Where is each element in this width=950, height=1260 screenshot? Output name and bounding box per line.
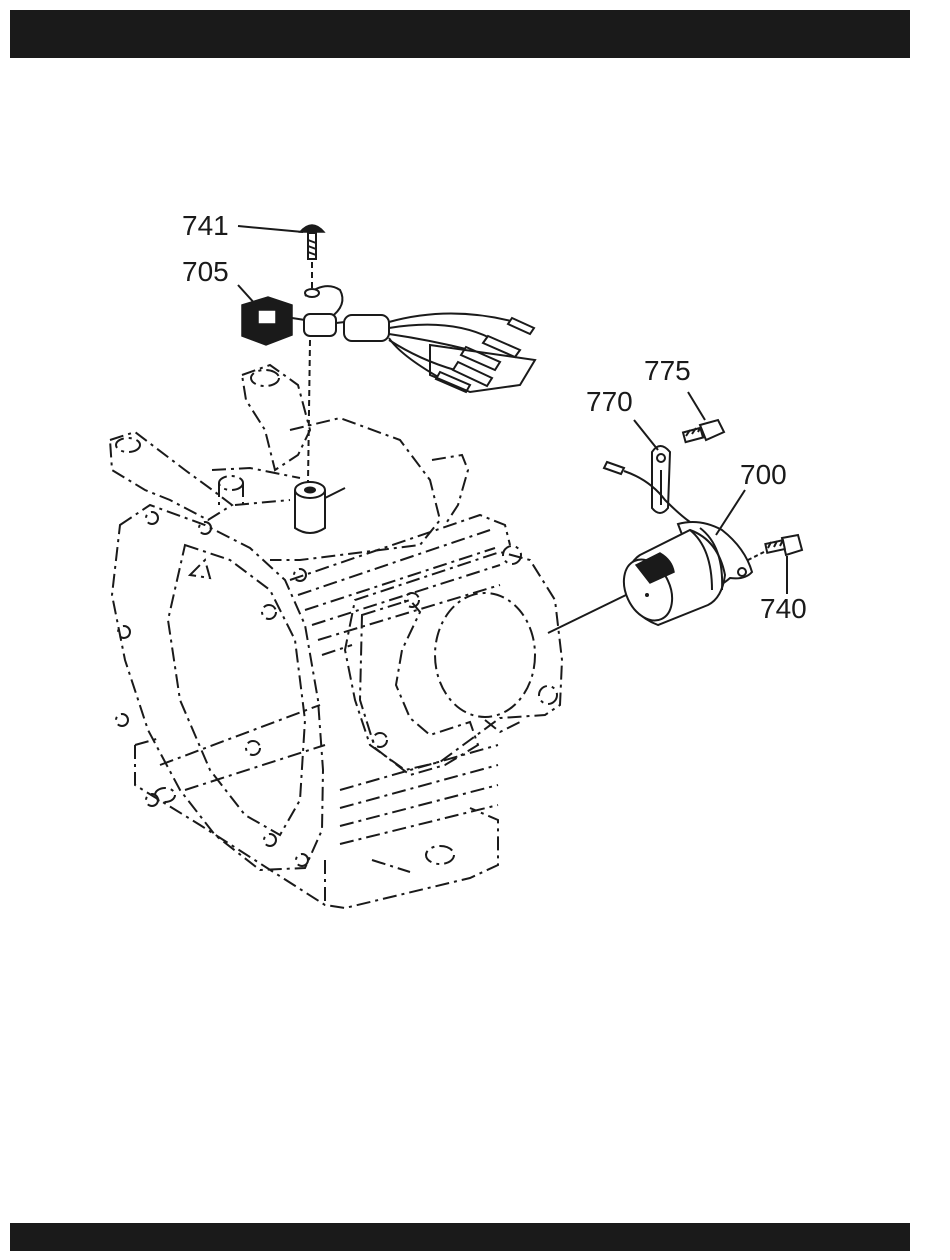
part-700-solenoid xyxy=(604,462,752,628)
part-741-screw xyxy=(300,225,324,290)
callout-741: 741 xyxy=(182,210,229,241)
part-705-wire-harness xyxy=(242,286,535,392)
part-740-bolt xyxy=(748,535,802,560)
callout-775: 775 xyxy=(644,355,691,386)
callout-705: 705 xyxy=(182,256,229,287)
callout-740: 740 xyxy=(760,593,807,624)
callout-770: 770 xyxy=(586,386,633,417)
part-775-bolt xyxy=(683,420,724,442)
engine-mounting-boss xyxy=(295,482,345,533)
callout-700: 700 xyxy=(740,459,787,490)
engine-crankcase-phantom xyxy=(110,365,562,908)
